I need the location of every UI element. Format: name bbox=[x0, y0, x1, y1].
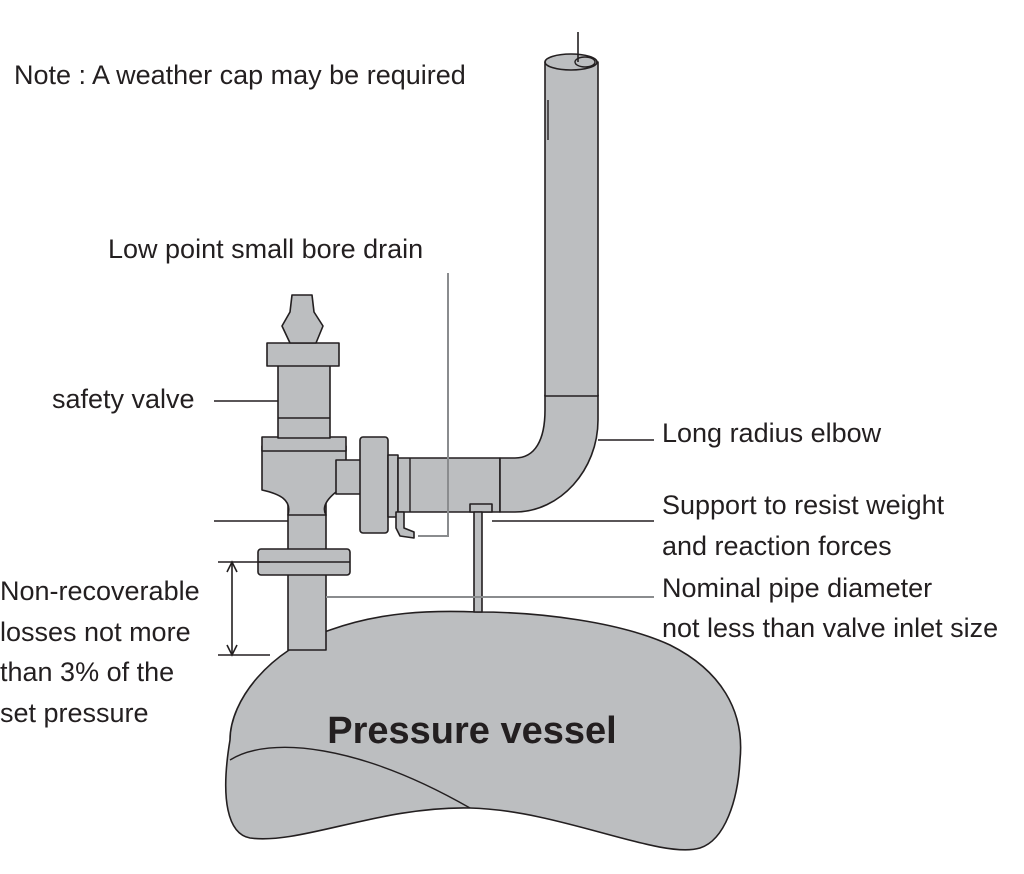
outlet-flange bbox=[359, 436, 399, 534]
elbow-label: Long radius elbow bbox=[662, 418, 882, 448]
support-label-line1: Support to resist weight bbox=[662, 490, 945, 520]
pipe-support bbox=[469, 503, 493, 613]
vessel-label: Pressure vessel bbox=[327, 710, 616, 752]
losses-label-line4: set pressure bbox=[0, 698, 149, 728]
leader-lines bbox=[214, 273, 654, 657]
pipe-diameter-label-line2: not less than valve inlet size bbox=[662, 613, 998, 643]
discharge-pipe bbox=[397, 32, 599, 513]
low-point-drain bbox=[395, 511, 415, 539]
support-label-line2: and reaction forces bbox=[662, 531, 892, 561]
losses-label-line2: losses not more bbox=[0, 617, 191, 647]
inlet-pipe bbox=[257, 499, 351, 651]
losses-label-line1: Non-recoverable bbox=[0, 576, 200, 606]
safety-valve-label: safety valve bbox=[52, 384, 195, 414]
pipe-diameter-label-line1: Nominal pipe diameter bbox=[662, 573, 932, 603]
pressure-vessel: Pressure vessel bbox=[224, 610, 742, 851]
drain-label: Low point small bore drain bbox=[108, 234, 423, 264]
losses-label-line3: than 3% of the bbox=[0, 657, 174, 687]
note-text: Note : A weather cap may be required bbox=[14, 60, 466, 90]
safety-valve bbox=[261, 294, 363, 516]
